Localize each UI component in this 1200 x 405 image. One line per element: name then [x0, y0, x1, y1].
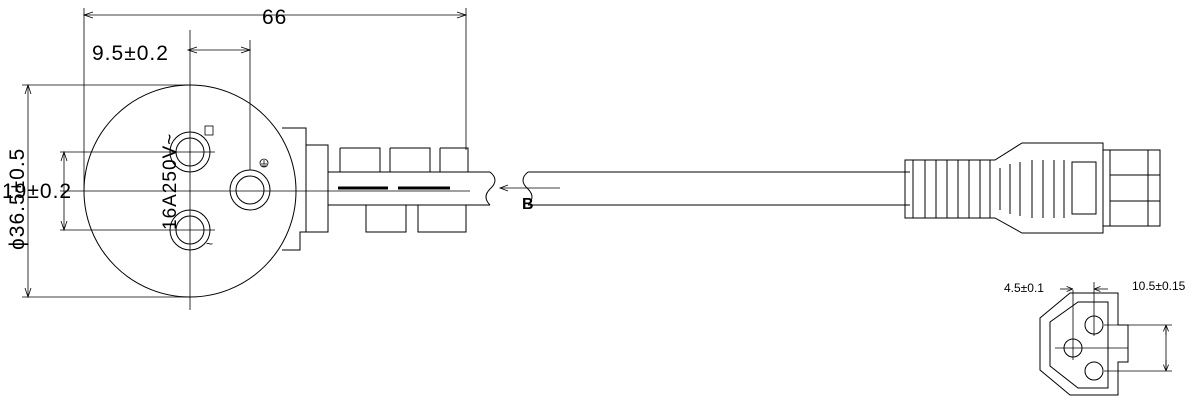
- svg-text:19±0.2: 19±0.2: [2, 180, 72, 203]
- connector-side: [904, 142, 1161, 234]
- square-mark: [204, 125, 214, 136]
- plug-rating: 16A250V~: [160, 133, 181, 230]
- dim-connector-pin-spacing: 10.5±0.15: [1132, 279, 1186, 293]
- dimension-pin-spacing: 19±0.2: [2, 150, 72, 232]
- connector-front: 4.5±0.1 10.5±0.15: [1004, 279, 1186, 396]
- cord: B: [498, 171, 910, 213]
- tilde-mark: ~: [206, 237, 213, 251]
- svg-text:66: 66: [262, 6, 287, 29]
- plug-face: ~ 16A250V~: [60, 30, 470, 310]
- dim-connector-pin-offset: 4.5±0.1: [1004, 281, 1044, 295]
- section-label: B: [522, 196, 534, 213]
- dimension-overall-length: 66: [82, 6, 468, 191]
- earth-symbol: [259, 158, 269, 168]
- connector-pin-3: [1084, 361, 1104, 381]
- strain-relief: [282, 127, 496, 251]
- svg-text:9.5±0.2: 9.5±0.2: [92, 42, 169, 65]
- dimension-pin-offset: 9.5±0.2: [92, 42, 252, 65]
- dimension-plug-diameter: ϕ36.5±0.5: [6, 83, 190, 299]
- svg-text:ϕ36.5±0.5: ϕ36.5±0.5: [6, 148, 29, 250]
